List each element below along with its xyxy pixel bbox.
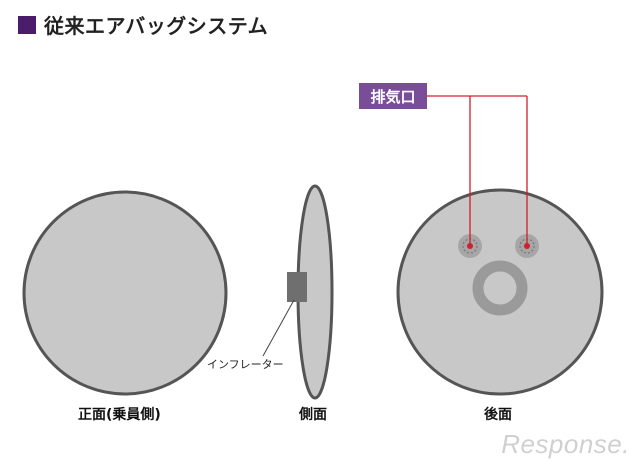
back-view-disc <box>396 188 604 396</box>
inflator-label: インフレーター <box>207 358 284 371</box>
front-view-label: 正面(乗員側) <box>78 407 161 423</box>
back-view-label: 後面 <box>484 407 512 423</box>
front-view-disc <box>22 190 228 396</box>
vent-label-badge: 排気口 <box>359 83 427 109</box>
title-text: 従来エアバッグシステム <box>44 14 269 38</box>
center-ring <box>472 260 528 316</box>
inflator-leader-line <box>262 299 295 357</box>
response-watermark: Response. <box>501 429 630 459</box>
vent-callout-lines <box>427 95 528 246</box>
inflator-box <box>287 272 307 302</box>
title: 従来エアバッグシステム <box>18 10 268 39</box>
title-square-icon <box>18 15 36 34</box>
side-view-label: 側面 <box>299 407 327 423</box>
